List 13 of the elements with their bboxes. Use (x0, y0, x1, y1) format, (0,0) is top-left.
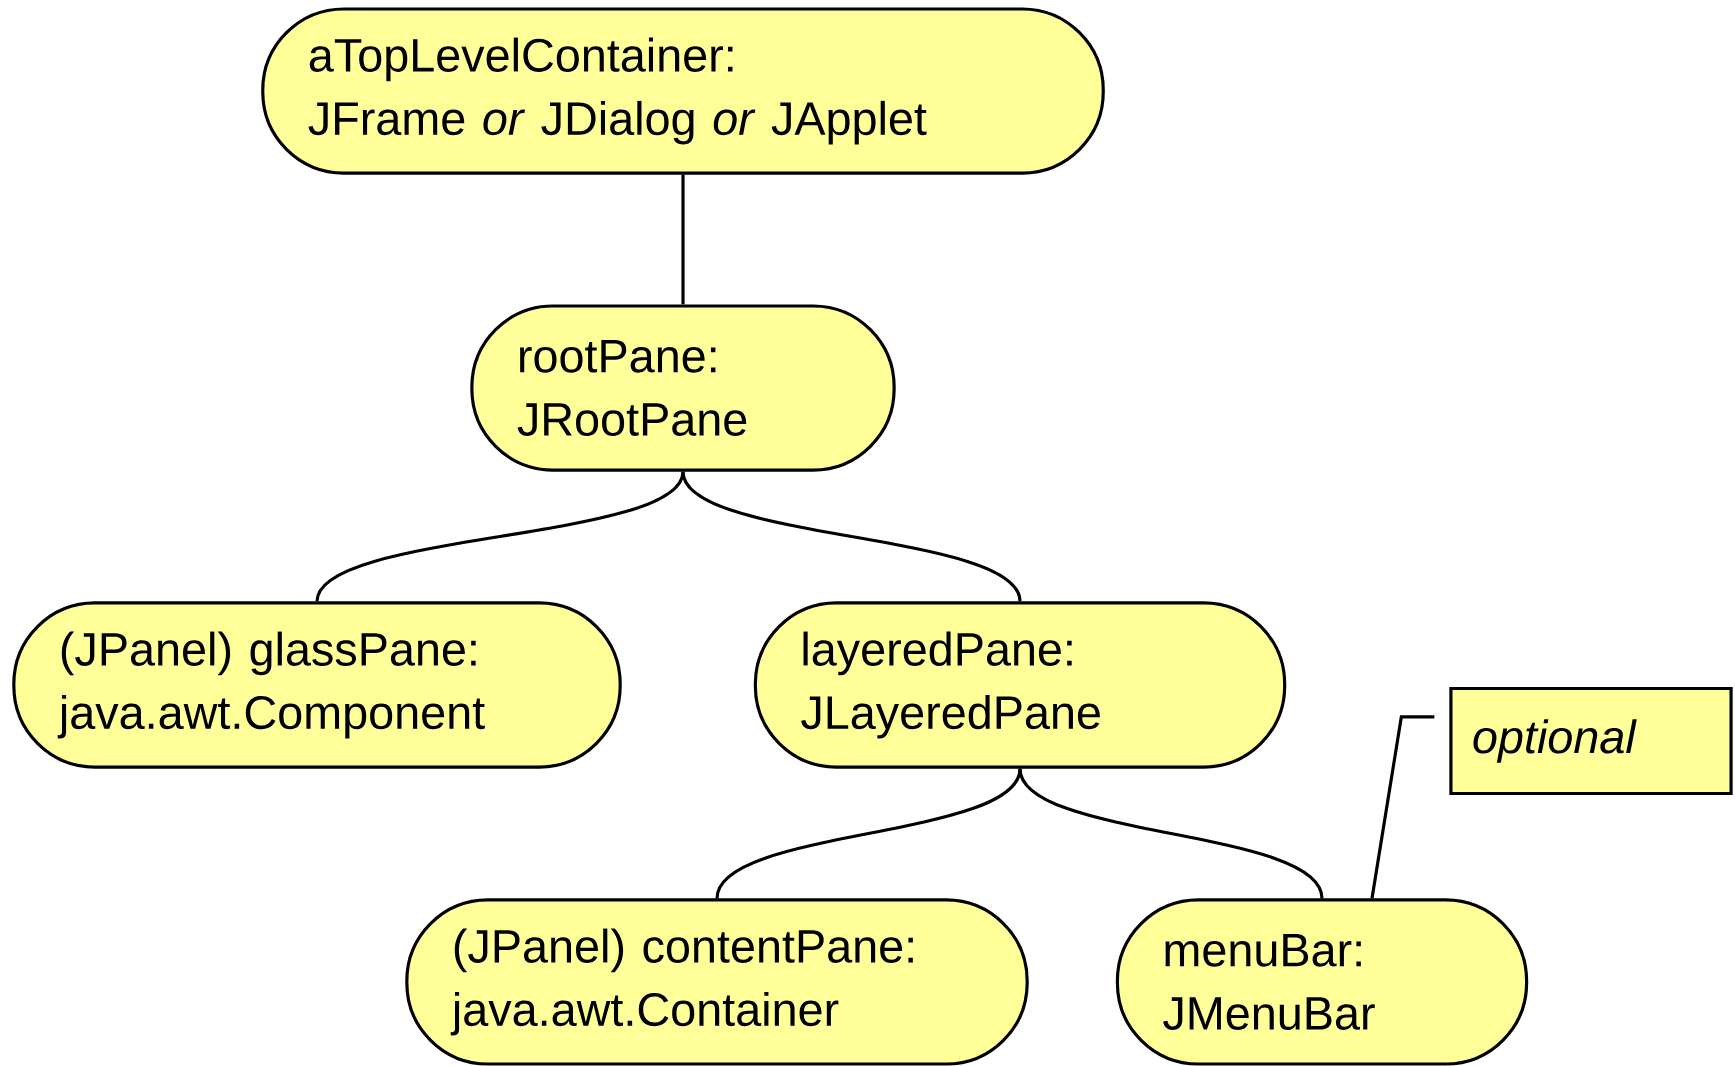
object-box: aTopLevelContainer: JFrame or JDialog or JApplet (261, 7, 1105, 175)
leader-line (1370, 715, 1435, 899)
connector-line (1018, 768, 1324, 899)
connector-line (715, 768, 1022, 899)
connector-line (315, 471, 685, 603)
object-box: rootPane: JRootPane (470, 304, 896, 472)
connector-line (681, 174, 685, 305)
object-box: menuBar: JMenuBar (1115, 898, 1529, 1066)
object-box: (JPanel) glassPane: java.awt.Component (12, 601, 622, 769)
object-box: (JPanel) contentPane: java.awt.Container (405, 898, 1029, 1066)
object-box: layeredPane: JLayeredPane (753, 601, 1287, 769)
connector-line (681, 471, 1022, 602)
note-box: optional (1449, 686, 1733, 796)
